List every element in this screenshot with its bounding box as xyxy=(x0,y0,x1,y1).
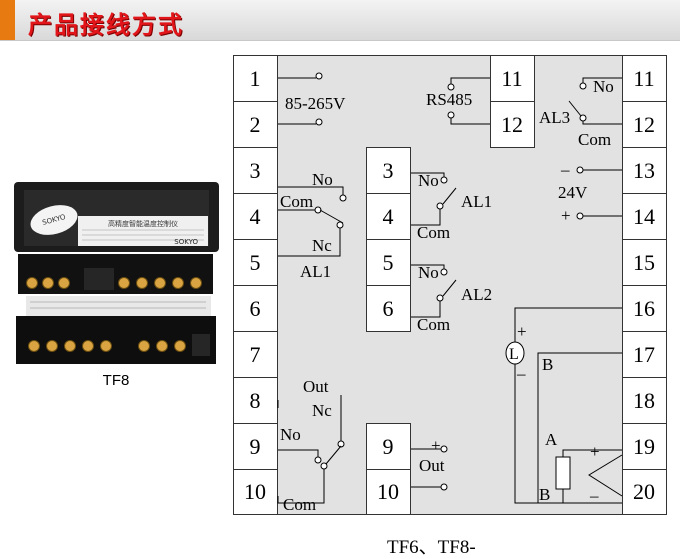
right-no-label: No xyxy=(593,77,614,96)
upper-terminal-screws xyxy=(26,268,202,290)
rs485-terminal-block: 11 12 xyxy=(490,55,535,148)
rs485-label: RS485 xyxy=(426,90,472,109)
mid-terminal-6: 6 xyxy=(383,296,394,321)
left-com-label-2: Com xyxy=(283,495,316,514)
mid-terminal-5: 5 xyxy=(383,250,394,275)
rtd-b-label-1: B xyxy=(542,355,553,374)
section-title: 产品接线方式 xyxy=(28,11,184,39)
device-label-text: 高精度智能温度控制仪 xyxy=(108,219,178,228)
terminal-8: 8 xyxy=(250,388,261,413)
out-minus-label: – xyxy=(430,476,440,495)
mid-terminal-9: 9 xyxy=(383,434,394,459)
out-plus-label: + xyxy=(431,436,441,455)
terminal-11: 11 xyxy=(633,66,654,91)
mid-terminal-3: 3 xyxy=(383,158,394,183)
left-nc-label-2: Nc xyxy=(312,401,332,420)
terminal-4: 4 xyxy=(250,204,261,229)
left-out-label: Out xyxy=(303,377,329,396)
mid-no-label-1: No xyxy=(418,171,439,190)
terminal-12: 12 xyxy=(633,112,655,137)
terminal-10: 10 xyxy=(244,479,266,504)
mid-com-label-2: Com xyxy=(417,315,450,334)
terminal-5: 5 xyxy=(250,250,261,275)
middle-terminal-column: 3 4 5 6 9 10 xyxy=(366,147,411,515)
mid-terminal-4: 4 xyxy=(383,204,394,229)
tc-plus-label: + xyxy=(590,442,600,461)
rs485-terminal-12: 12 xyxy=(501,112,523,137)
section-header: 产品接线方式 xyxy=(0,0,680,41)
terminal-19: 19 xyxy=(633,434,655,459)
mid-com-label-1: Com xyxy=(417,223,450,242)
terminal-7: 7 xyxy=(250,342,261,367)
right-com-label: Com xyxy=(578,130,611,149)
wiring-diagram: 1 2 3 4 5 6 7 8 9 10 11 12 13 14 15 16 1… xyxy=(233,55,667,515)
mid-no-label-2: No xyxy=(418,263,439,282)
left-no-label-1: No xyxy=(312,170,333,189)
terminal-17: 17 xyxy=(633,342,655,367)
mid-terminal-10: 10 xyxy=(377,479,399,504)
left-terminal-column: 1 2 3 4 5 6 7 8 9 10 xyxy=(233,55,278,515)
v24-minus-label: – xyxy=(560,160,570,179)
tc-minus-label: – xyxy=(589,486,599,505)
device-photo: 高精度智能温度控制仪 SOKYO SOKYO xyxy=(14,182,219,364)
left-no-label-2: No xyxy=(280,425,301,444)
terminal-15: 15 xyxy=(633,250,655,275)
left-al1-label: AL1 xyxy=(300,262,331,281)
terminal-14: 14 xyxy=(633,204,655,229)
right-terminal-column: 11 12 13 14 15 16 17 18 19 20 xyxy=(622,55,667,515)
terminal-9: 9 xyxy=(250,434,261,459)
loop-minus-label: – xyxy=(516,364,526,383)
left-com-label-1: Com xyxy=(280,192,313,211)
mid-al2-label: AL2 xyxy=(461,285,492,304)
diagram-caption: TF6、TF8- xyxy=(387,537,476,558)
power-label: 85-265V xyxy=(285,94,346,113)
v24-label: 24V xyxy=(558,183,588,202)
terminal-3: 3 xyxy=(250,158,261,183)
device-caption: TF8 xyxy=(102,372,130,389)
terminal-13: 13 xyxy=(633,158,655,183)
terminal-20: 20 xyxy=(633,479,655,504)
header-accent-bar xyxy=(0,0,15,40)
mid-al1-label: AL1 xyxy=(461,192,492,211)
current-symbol-label: L xyxy=(509,346,519,363)
rtd-b-label-2: B xyxy=(539,485,550,504)
mid-out-label: Out xyxy=(419,456,445,475)
loop-plus-label: + xyxy=(517,322,527,341)
terminal-2: 2 xyxy=(250,112,261,137)
device-brand-label: SOKYO xyxy=(174,238,198,246)
terminal-18: 18 xyxy=(633,388,655,413)
v24-plus-label: + xyxy=(561,206,571,225)
left-nc-label-1: Nc xyxy=(312,236,332,255)
rs485-terminal-11: 11 xyxy=(501,66,522,91)
rtd-a-label: A xyxy=(545,430,558,449)
terminal-16: 16 xyxy=(633,296,655,321)
terminal-6: 6 xyxy=(250,296,261,321)
terminal-1: 1 xyxy=(250,66,261,91)
al3-label: AL3 xyxy=(539,108,570,127)
lower-terminal-screws xyxy=(28,334,210,356)
